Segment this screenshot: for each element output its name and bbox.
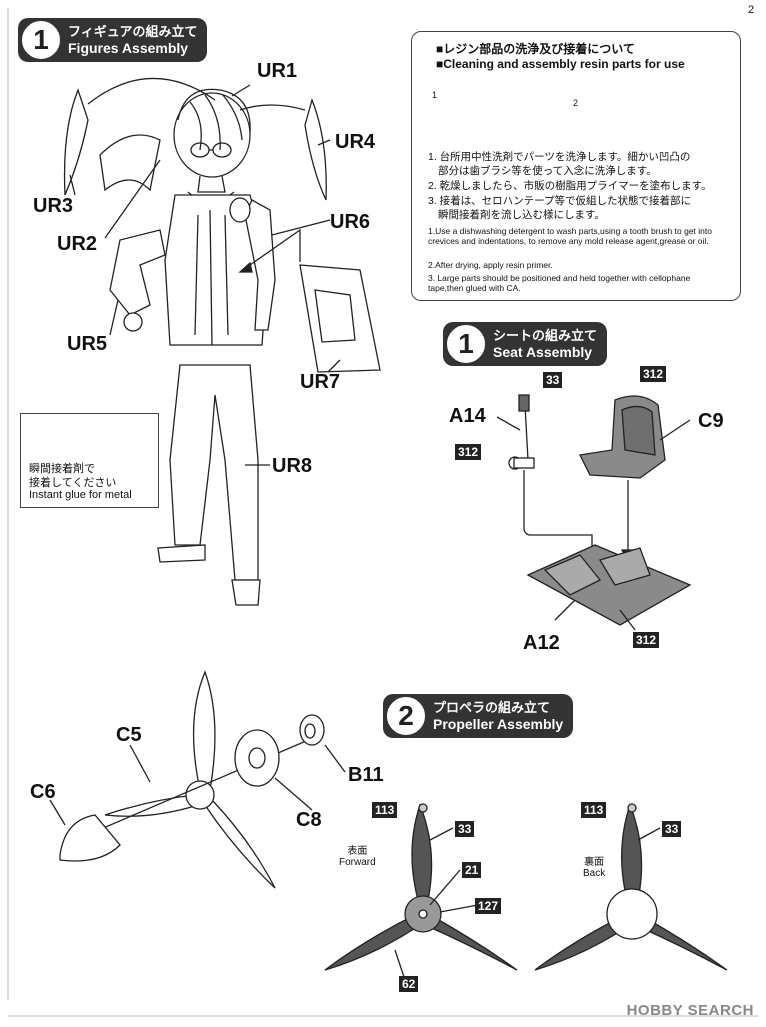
note-jp-1a: 1. 台所用中性洗剤でパーツを洗浄します。細かい凹凸の bbox=[428, 151, 691, 163]
watermark: HOBBY SEARCH bbox=[626, 1002, 754, 1019]
color-tag-33: 33 bbox=[543, 372, 563, 388]
step-title-en: Propeller Assembly bbox=[433, 716, 564, 732]
color-tag-127: 127 bbox=[475, 898, 502, 914]
step-title-jp: プロペラの組み立て bbox=[433, 700, 551, 715]
sheet-ref: 2 bbox=[748, 4, 755, 16]
note-fig-2: 2 bbox=[573, 98, 579, 108]
back-view-label: 裏面 Back bbox=[583, 857, 605, 879]
color-tag-113: 113 bbox=[372, 802, 398, 818]
part-label-c8: C8 bbox=[296, 809, 322, 831]
back-label-en: Back bbox=[583, 868, 606, 879]
part-label-ur4: UR4 bbox=[335, 131, 376, 153]
step-title-en: Figures Assembly bbox=[68, 40, 189, 56]
part-label-ur7: UR7 bbox=[300, 371, 341, 393]
step-title-jp: シートの組み立て bbox=[493, 328, 598, 343]
step-number: 1 bbox=[447, 325, 485, 363]
part-label-c5: C5 bbox=[116, 724, 142, 746]
glue-note-jp1: 瞬間接着剤で bbox=[29, 463, 95, 475]
step1-figures-header: 1 フィギュアの組み立て Figures Assembly bbox=[18, 18, 208, 62]
note-fig-1: 1 bbox=[432, 90, 438, 100]
propeller-illustration bbox=[49, 670, 728, 981]
step1-seat-header: 1 シートの組み立て Seat Assembly bbox=[443, 322, 608, 366]
color-tag-312: 312 bbox=[455, 444, 482, 460]
color-tag-113: 113 bbox=[581, 802, 607, 818]
color-tag-62: 62 bbox=[399, 976, 419, 992]
figure-illustration bbox=[63, 77, 381, 606]
part-label-ur8: UR8 bbox=[272, 455, 313, 477]
note-title-en: ■Cleaning and assembly resin parts for u… bbox=[436, 57, 685, 71]
forward-view-label: 表面 Forward bbox=[339, 846, 376, 868]
note-title-jp: ■レジン部品の洗浄及び接着について bbox=[436, 42, 635, 56]
instant-glue-note: 瞬間接着剤で 接着してください Instant glue for metal bbox=[20, 413, 159, 508]
color-tag-312: 312 bbox=[633, 632, 660, 648]
step-number: 2 bbox=[387, 697, 425, 735]
glue-note-en: Instant glue for metal bbox=[29, 489, 132, 501]
forward-propeller-view bbox=[324, 803, 518, 981]
part-label-ur3: UR3 bbox=[33, 195, 74, 217]
part-label-a12: A12 bbox=[523, 632, 560, 654]
part-label-c6: C6 bbox=[30, 781, 56, 803]
step2-propeller-header: 2 プロペラの組み立て Propeller Assembly bbox=[383, 694, 574, 738]
part-label-a14: A14 bbox=[449, 405, 486, 427]
part-label-ur5: UR5 bbox=[67, 333, 108, 355]
part-label-ur1: UR1 bbox=[257, 60, 298, 82]
back-propeller-view bbox=[534, 803, 728, 971]
note-jp-1b: 部分は歯ブラシ等を使って入念に洗浄します。 bbox=[438, 165, 657, 177]
note-jp-3a: 3. 接着は、セロハンテープ等で仮組した状態で接着部に bbox=[428, 195, 692, 207]
step-title-en: Seat Assembly bbox=[493, 344, 593, 360]
note-en-1: 1.Use a dishwashing detergent to wash pa… bbox=[428, 226, 712, 246]
step-number: 1 bbox=[22, 21, 60, 59]
glue-note-jp2: 接着してください bbox=[29, 477, 117, 489]
color-tag-33: 33 bbox=[662, 821, 682, 837]
forward-label-en: Forward bbox=[339, 857, 376, 868]
part-label-ur2: UR2 bbox=[57, 233, 98, 255]
forward-label-jp: 表面 bbox=[347, 846, 368, 857]
color-tag-312: 312 bbox=[640, 366, 667, 382]
part-label-ur6: UR6 bbox=[330, 211, 371, 233]
note-en-2: 2.After drying, apply resin primer. bbox=[428, 260, 553, 270]
step-title-jp: フィギュアの組み立て bbox=[68, 24, 198, 39]
note-jp-3b: 瞬間接着剤を流し込む様にします。 bbox=[438, 209, 605, 221]
note-jp-2: 2. 乾燥しましたら、市販の樹脂用プライマーを塗布します。 bbox=[428, 180, 712, 192]
back-label-jp: 裏面 bbox=[584, 857, 605, 868]
color-tag-33: 33 bbox=[455, 821, 475, 837]
part-label-b11: B11 bbox=[348, 764, 384, 786]
part-label-c9: C9 bbox=[698, 410, 724, 432]
note-en-3: 3. Large parts should be positioned and … bbox=[428, 273, 691, 293]
resin-cleaning-note: ■レジン部品の洗浄及び接着について ■Cleaning and assembly… bbox=[411, 31, 741, 301]
seat-illustration bbox=[496, 394, 692, 631]
color-tag-21: 21 bbox=[462, 862, 482, 878]
